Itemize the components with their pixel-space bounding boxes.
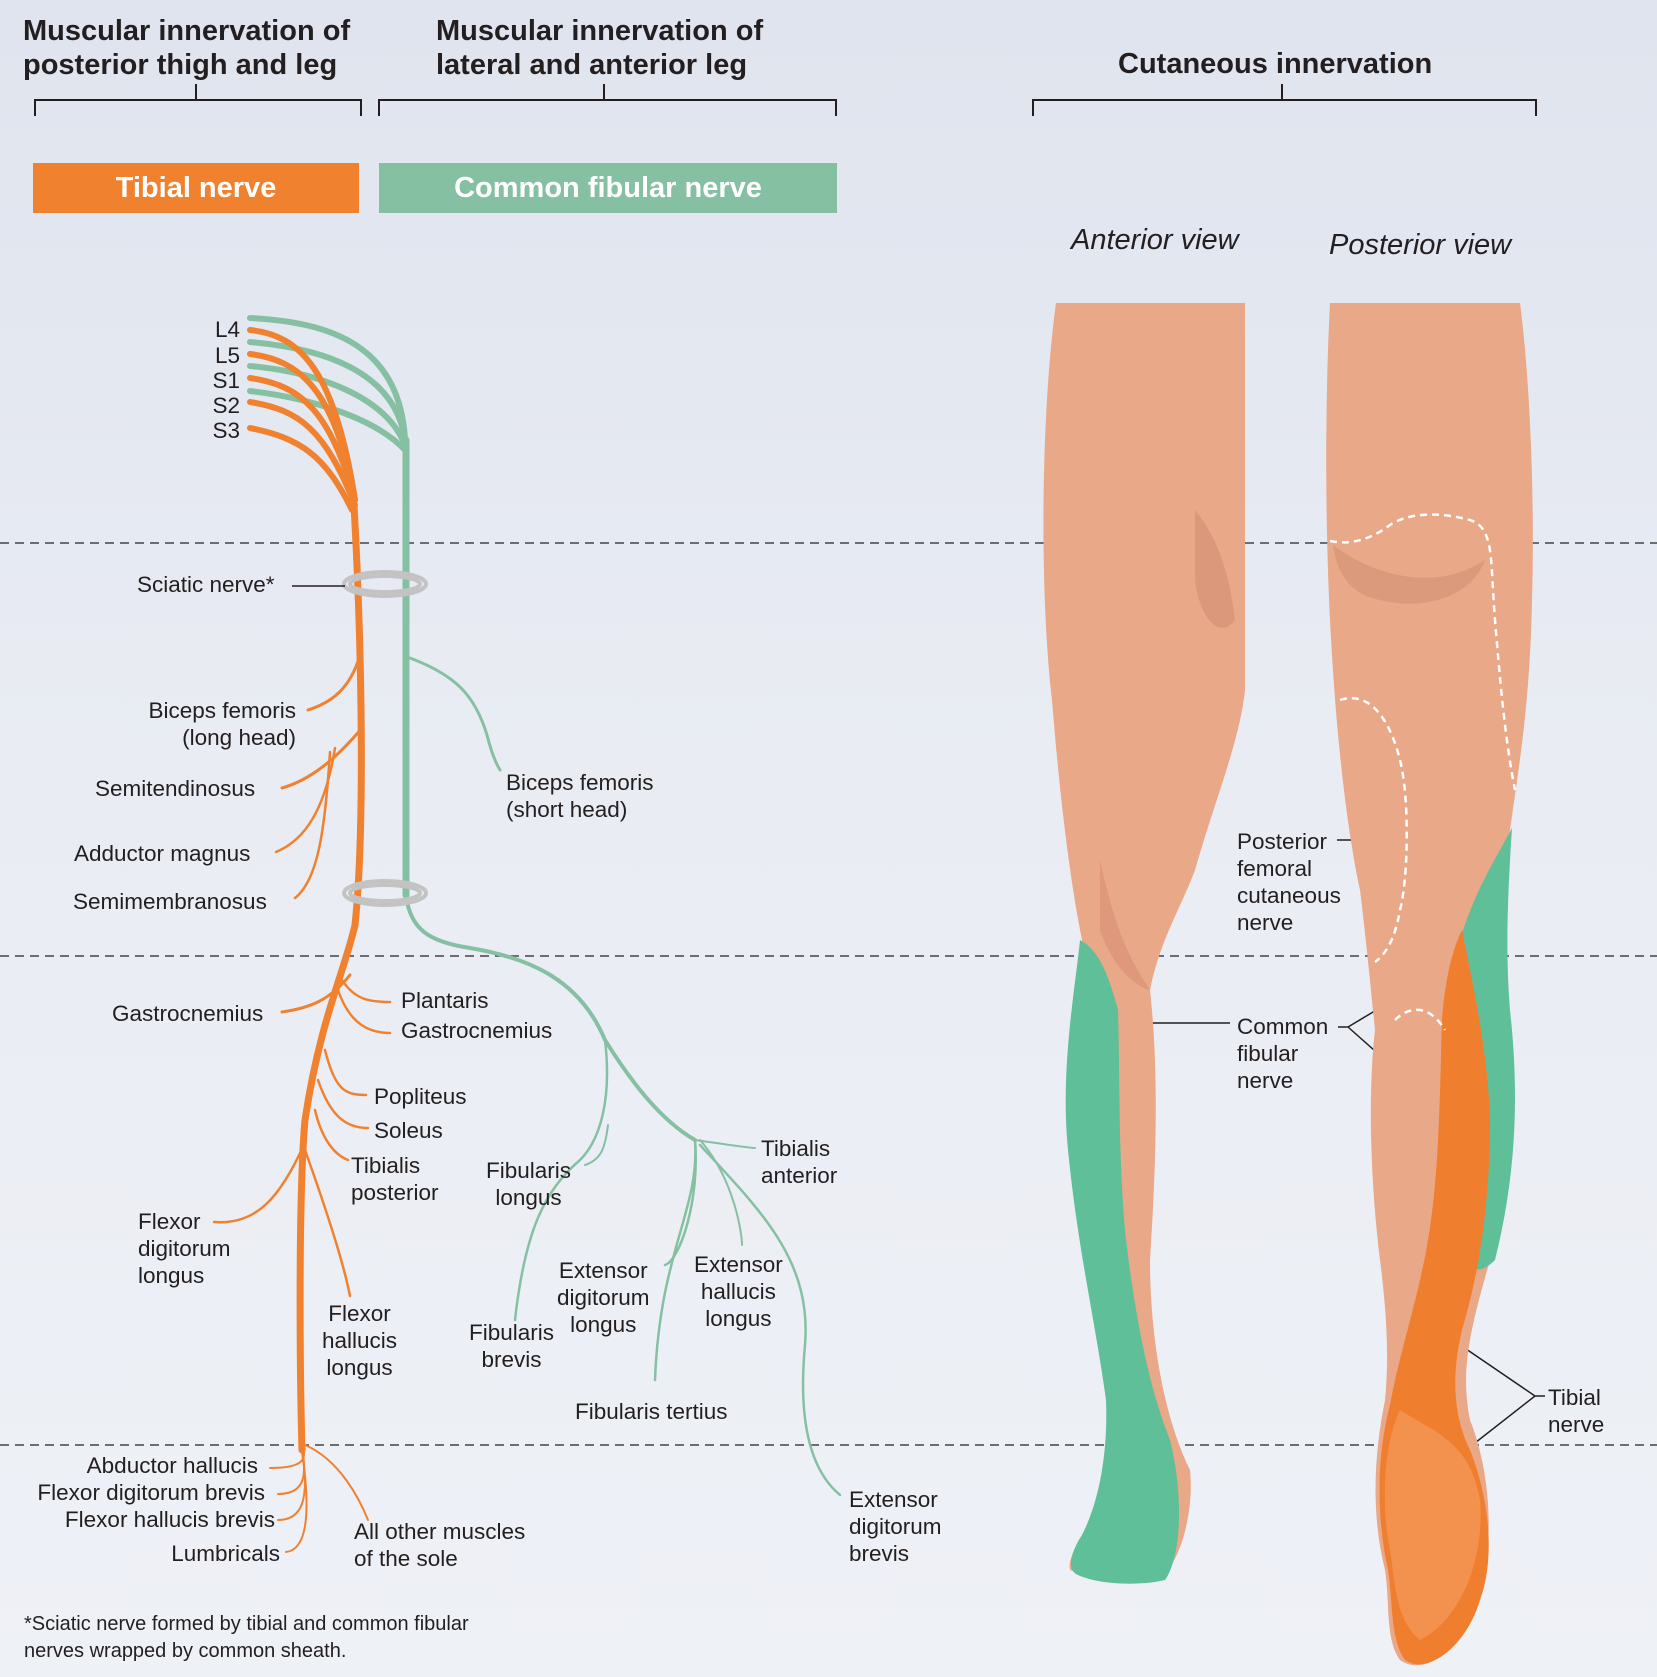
label-adductor-magnus: Adductor magnus [74, 841, 251, 866]
label-flexor-hallucis-brevis: Flexor hallucis brevis [64, 1507, 275, 1532]
label-gastrocnemius-right: Gastrocnemius [401, 1018, 553, 1043]
root-s3: S3 [212, 418, 240, 443]
label-all-other-muscles-sole: All other muscles of the sole [354, 1519, 526, 1571]
root-s2: S2 [212, 393, 240, 418]
root-s1: S1 [212, 368, 240, 393]
header-anterior: Muscular innervation of lateral and ante… [436, 15, 764, 81]
root-l5: L5 [214, 343, 240, 368]
anterior-leg [1043, 303, 1245, 1584]
root-l4: L4 [214, 317, 240, 342]
label-flexor-digitorum-longus: Flexor digitorum longus [138, 1209, 231, 1288]
tibial-nerve-band-label: Tibial nerve [115, 171, 277, 204]
label-fibularis-brevis: Fibularis brevis [469, 1320, 555, 1372]
tibial-nerve-band: Tibial nerve [33, 163, 359, 213]
sciatic-sheath-rings [342, 570, 428, 907]
label-common-fibular-nerve: Common fibular nerve [1237, 1014, 1329, 1093]
header-brackets [34, 84, 1537, 116]
label-lumbricals: Lumbricals [171, 1541, 280, 1566]
label-posterior-femoral-cutaneous: Posterior femoral cutaneous nerve [1237, 829, 1341, 935]
label-fibularis-tertius: Fibularis tertius [575, 1399, 728, 1424]
label-sciatic-nerve: Sciatic nerve* [137, 572, 275, 597]
label-abductor-hallucis: Abductor hallucis [86, 1453, 258, 1478]
label-soleus: Soleus [374, 1118, 443, 1143]
tibial-nerve-tree [212, 327, 392, 1553]
label-extensor-digitorum-brevis: Extensor digitorum brevis [849, 1487, 942, 1566]
common-fibular-band: Common fibular nerve [379, 163, 837, 213]
footnote: *Sciatic nerve formed by tibial and comm… [24, 1613, 469, 1662]
label-tibial-nerve-cutaneous: Tibial nerve [1548, 1385, 1605, 1437]
fibular-nerve-tree [247, 315, 842, 1497]
label-fibularis-longus: Fibularis longus [486, 1158, 572, 1210]
label-biceps-femoris-long: Biceps femoris (long head) [148, 698, 296, 750]
label-tibialis-anterior: Tibialis anterior [761, 1136, 838, 1188]
label-biceps-femoris-short: Biceps femoris (short head) [506, 770, 654, 822]
posterior-view-title: Posterior view [1329, 229, 1512, 261]
label-plantaris: Plantaris [401, 988, 489, 1013]
label-popliteus: Popliteus [374, 1084, 467, 1109]
common-fibular-band-label: Common fibular nerve [454, 171, 762, 204]
label-semimembranosus: Semimembranosus [73, 889, 267, 914]
anterior-view-title: Anterior view [1071, 224, 1239, 256]
header-posterior: Muscular innervation of posterior thigh … [23, 15, 351, 81]
cutaneous-boundaries [1329, 513, 1517, 1031]
label-flexor-hallucis-longus: Flexor hallucis longus [322, 1301, 398, 1380]
label-gastrocnemius-left: Gastrocnemius [112, 1001, 264, 1026]
posterior-leg [1326, 303, 1533, 1666]
label-tibialis-posterior: Tibialis posterior [351, 1153, 439, 1205]
header-cutaneous: Cutaneous innervation [1118, 48, 1433, 80]
label-semitendinosus: Semitendinosus [95, 776, 256, 801]
label-extensor-digitorum-longus: Extensor digitorum longus [557, 1258, 650, 1337]
label-flexor-digitorum-brevis: Flexor digitorum brevis [37, 1480, 265, 1505]
label-extensor-hallucis-longus: Extensor hallucis longus [694, 1252, 783, 1331]
